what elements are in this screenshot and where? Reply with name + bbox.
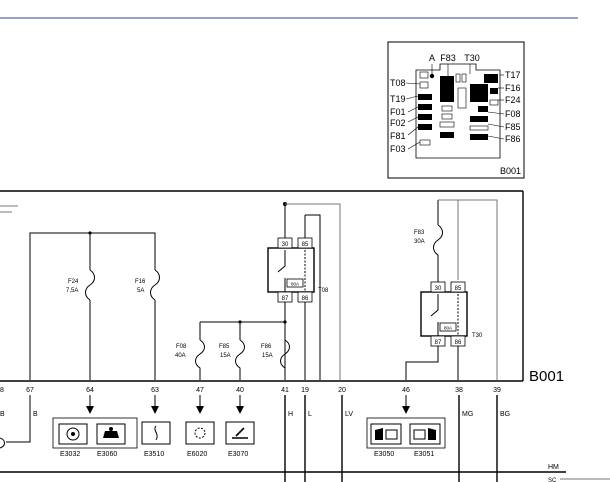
inset-label-f01: F01 [390, 107, 406, 117]
component-e3051-label: E3051 [414, 451, 434, 458]
relay-t08-id: T08 [318, 288, 329, 294]
inset-label-f24: F24 [505, 95, 521, 105]
inset-label-f02: F02 [390, 118, 406, 128]
fuse-f16-symbol [150, 269, 160, 301]
component-group-e3050-e3051: E3050 E3051 [366, 417, 446, 458]
pin-39: 39 [493, 387, 501, 394]
inset-label-t19: T19 [390, 94, 406, 104]
fuse-f08-symbol [195, 339, 205, 380]
inset-label-f03: F03 [390, 144, 406, 154]
fuse-f86-rating: 15A [262, 353, 273, 359]
fuse-f85-id: F85 [219, 344, 230, 350]
f24-f16-circuit: F24 7,5A F16 5A [29, 231, 160, 380]
wire-labels: B B H L LV MG BG [0, 411, 510, 418]
wire-label-l: L [308, 411, 312, 418]
relay-t30-circuit: F83 30A 30 85 87 86 80A T30 [405, 199, 498, 380]
component-group-e3032-e3060: E3032 E3060 [52, 417, 138, 458]
component-e3050-label: E3050 [374, 451, 394, 458]
fuse-f85-symbol [235, 339, 245, 380]
fuse-f16-rating: 5A [137, 288, 144, 294]
component-e6020-icon [185, 421, 215, 445]
pin-38: 38 [455, 387, 463, 394]
fuse-f24-symbol [85, 269, 95, 301]
connector-pins: 8 67 64 63 47 40 41 19 20 46 38 39 [0, 387, 501, 394]
wire-label-b: B [33, 411, 38, 418]
wire-label-bg: BG [500, 411, 510, 418]
pin-64: 64 [86, 387, 94, 394]
relay-t30-pin-87: 87 [435, 340, 442, 346]
component-e3060-label: E3060 [97, 451, 117, 458]
pin-63: 63 [151, 387, 159, 394]
pin-20: 20 [338, 387, 346, 394]
inset-label-f16: F16 [505, 83, 521, 93]
wire-label-h: H [288, 411, 293, 418]
inset-label-t17: T17 [505, 70, 521, 80]
fuse-block-b001: B001 [0, 190, 564, 385]
relay-t08-tag: 80A [291, 282, 299, 287]
relay-t08-pin-85: 85 [302, 242, 309, 248]
fuse-f16-id: F16 [135, 279, 146, 285]
pin-46: 46 [402, 387, 410, 394]
relay-t08-pin-30: 30 [282, 242, 289, 248]
pin-41: 41 [281, 387, 289, 394]
harness-bus: HM SC [0, 464, 610, 482]
fuse-f24-rating: 7,5A [66, 288, 78, 294]
component-e3032-label: E3032 [60, 451, 80, 458]
inset-label-f83: F83 [440, 53, 456, 63]
inset-label-f86: F86 [505, 134, 521, 144]
pin-47: 47 [196, 387, 204, 394]
wire-label-lv: LV [345, 411, 353, 418]
pin-8: 8 [0, 387, 4, 394]
fuse-f83-rating: 30A [414, 239, 425, 245]
pin-40: 40 [236, 387, 244, 394]
harness-label-2: SC [548, 478, 557, 482]
inset-label-f85: F85 [505, 122, 521, 132]
inset-caption: B001 [500, 166, 521, 176]
block-name: B001 [529, 368, 564, 385]
inset-label-t30: T30 [464, 53, 480, 63]
relay-t30-pin-86: 86 [455, 340, 462, 346]
harness-label: HM [548, 464, 559, 471]
fuse-f08-id: F08 [176, 344, 187, 350]
inset-label-f08: F08 [505, 109, 521, 119]
pin-67: 67 [26, 387, 34, 394]
component-e6020-label: E6020 [187, 451, 207, 458]
fuse-box-inset: A F83 T30 T17 F16 F24 F08 F85 F86 T08 T1… [387, 41, 525, 179]
fuse-f24-id: F24 [68, 279, 79, 285]
fuse-f83-id: F83 [414, 230, 425, 236]
inset-label-t08: T08 [390, 78, 406, 88]
fuse-f86-symbol [280, 339, 290, 369]
wire-label-b-left: B [0, 411, 5, 418]
relay-t30-pin-30: 30 [435, 286, 442, 292]
wire-label-mg: MG [462, 411, 473, 418]
fuse-f83-symbol [433, 224, 443, 282]
fuse-f85-rating: 15A [220, 353, 231, 359]
relay-t30-id: T30 [472, 333, 483, 339]
relay-t30-pin-85: 85 [455, 286, 462, 292]
component-e3070-label: E3070 [228, 451, 248, 458]
inset-label-f81: F81 [390, 131, 406, 141]
relay-t30-tag: 80A [444, 326, 452, 331]
relay-t08-pin-87: 87 [282, 296, 289, 302]
inset-label-a: A [429, 53, 435, 63]
fuse-f86-id: F86 [261, 344, 272, 350]
fuse-f08-rating: 40A [175, 353, 186, 359]
relay-t08-circuit: 30 85 87 86 80A T08 F08 40A F85 15A F86 … [175, 202, 341, 380]
pin-19: 19 [301, 387, 309, 394]
relay-t08-pin-86: 86 [302, 296, 309, 302]
outgoing-wires [0, 395, 498, 482]
component-e3510-label: E3510 [144, 451, 164, 458]
